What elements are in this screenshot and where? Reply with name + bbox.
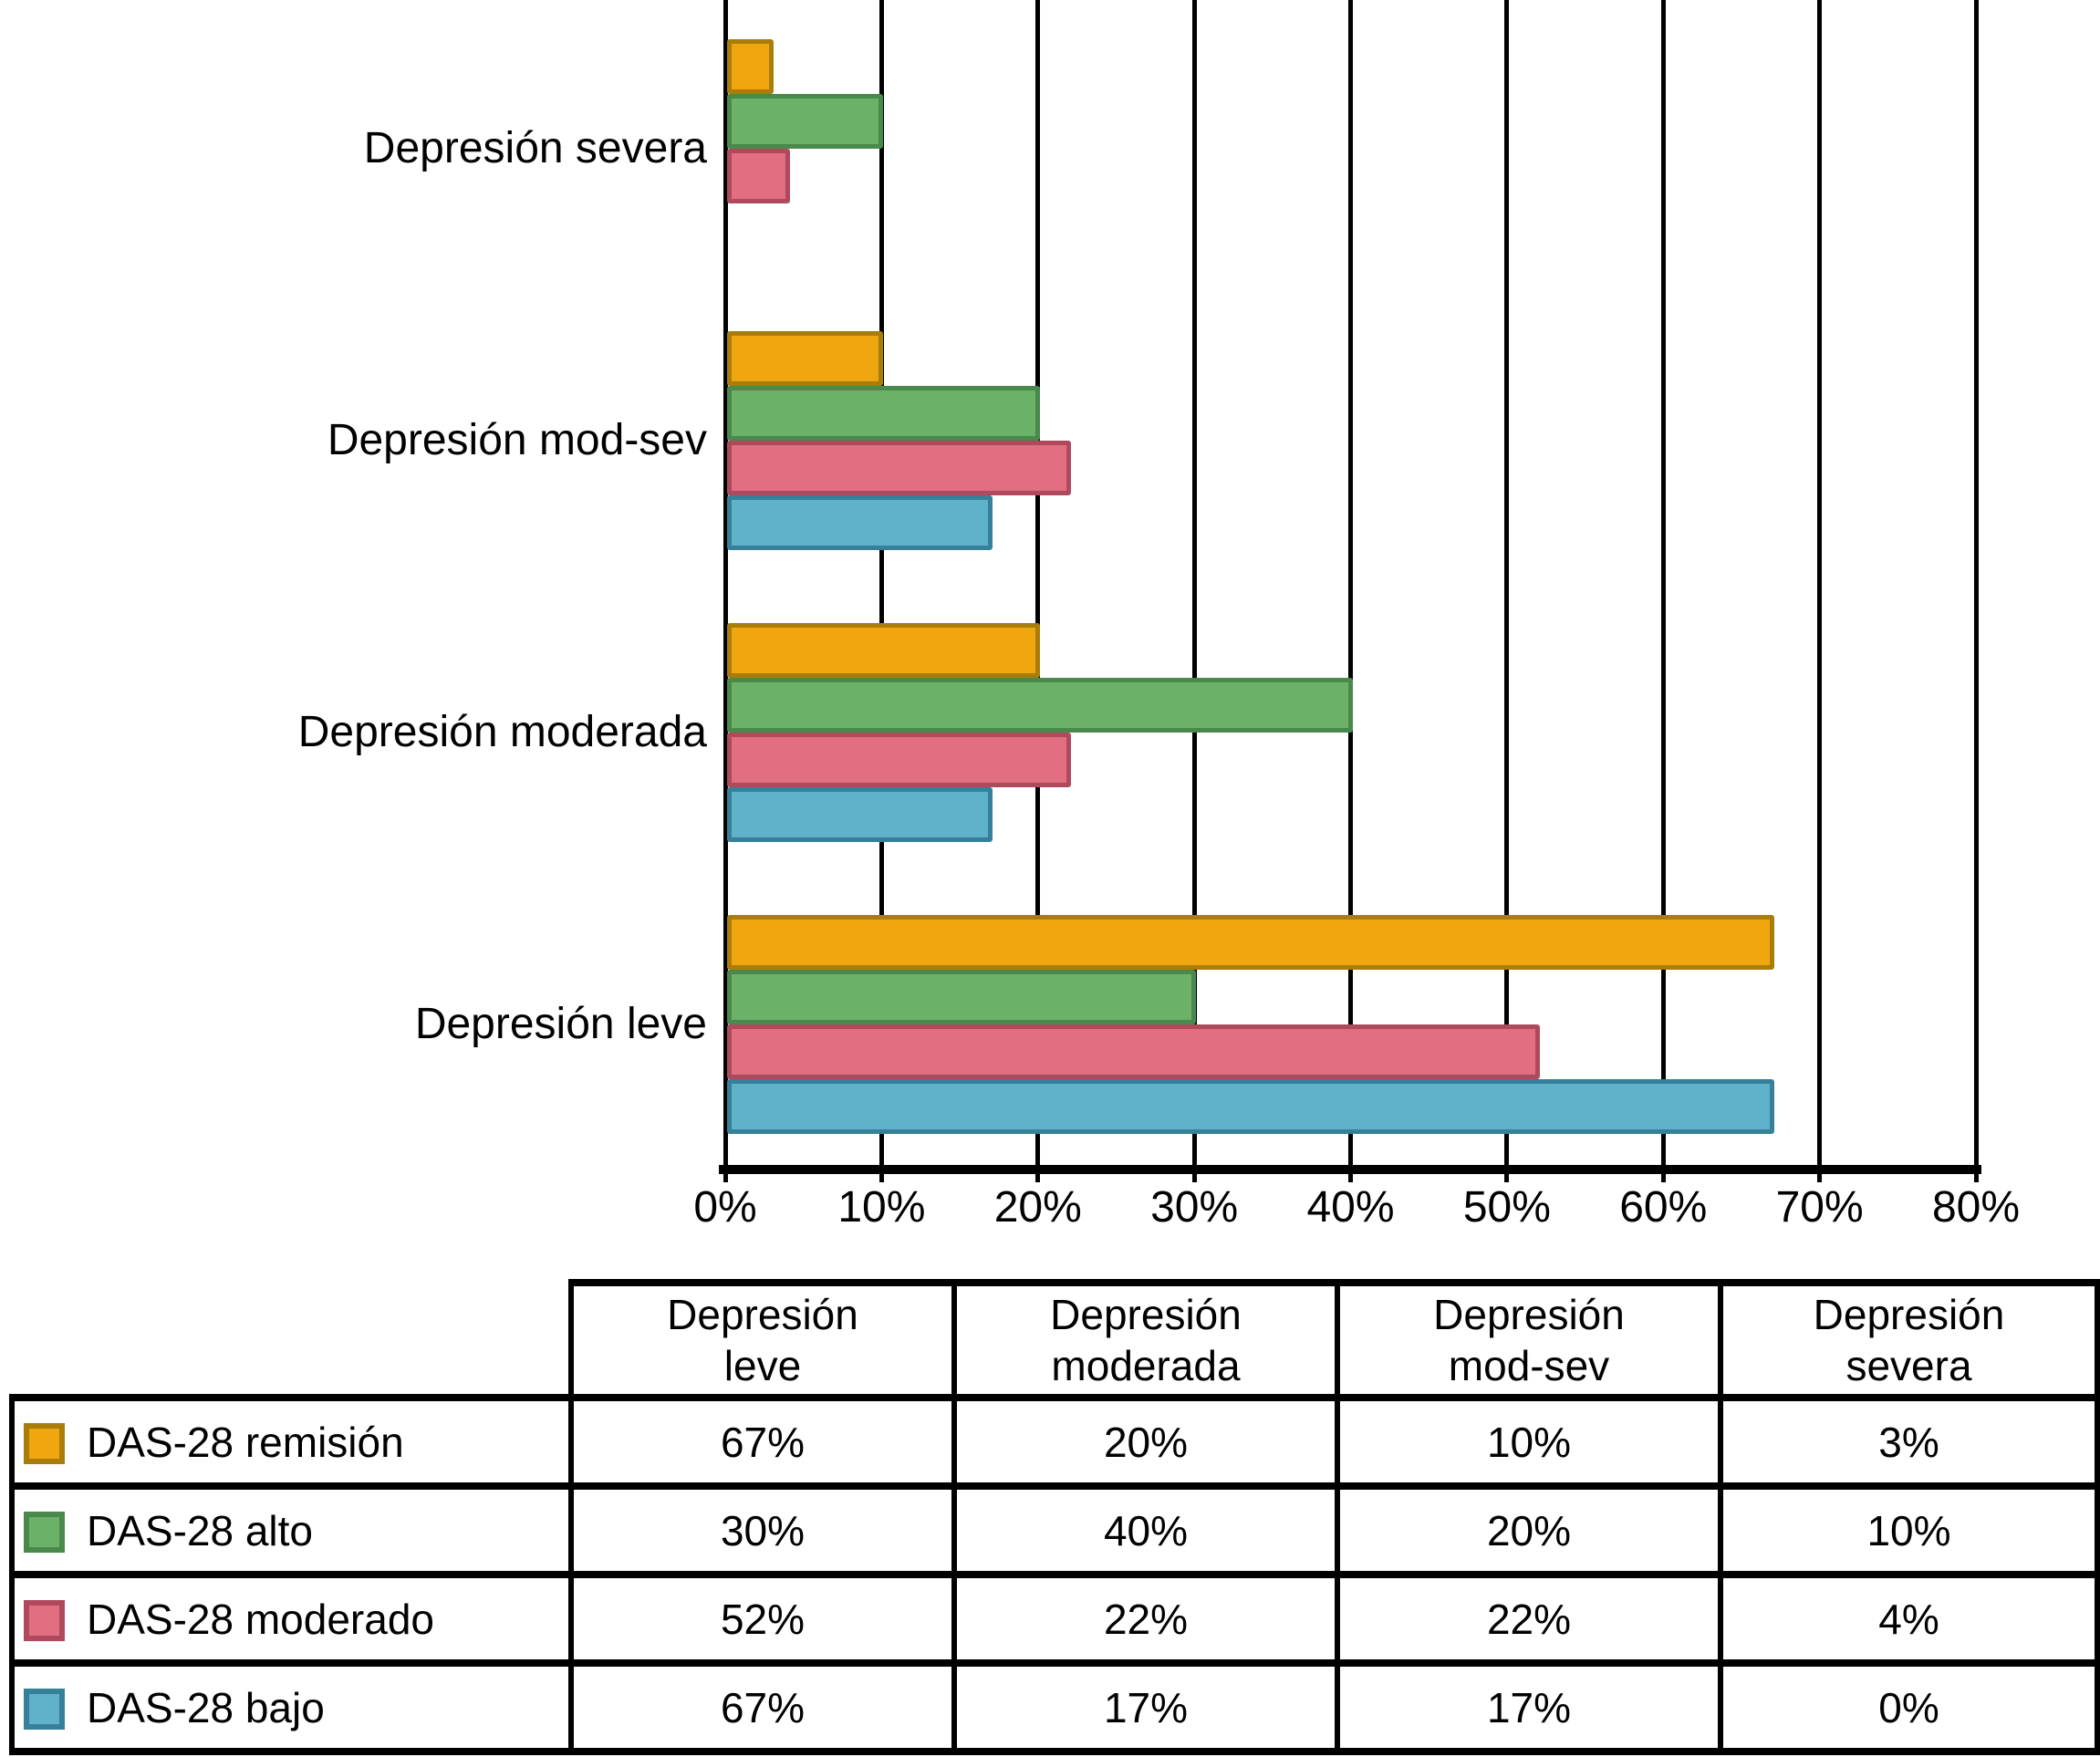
bar-DAS-28 moderado-Depresión severa: [727, 149, 790, 203]
table-row-label-cell: DAS-28 bajo: [9, 1659, 574, 1755]
bar-DAS-28 moderado-Depresión mod-sev: [727, 441, 1071, 495]
table-col-header-severa: Depresión severa: [1718, 1279, 2100, 1401]
table-cell: 22%: [1335, 1571, 1723, 1667]
bar-DAS-28 alto-Depresión moderada: [727, 678, 1353, 733]
x-tick-label: 30%: [1150, 1183, 1239, 1232]
bar-DAS-28 bajo-Depresión moderada: [727, 787, 993, 842]
table-cell: 20%: [1335, 1482, 1723, 1578]
y-axis-line: [723, 0, 728, 1182]
table-cell: 10%: [1718, 1482, 2100, 1578]
gridline: [1973, 0, 1979, 1182]
gridline: [1504, 0, 1510, 1182]
bar-DAS-28 remisión-Depresión mod-sev: [727, 331, 883, 386]
x-tick-label: 70%: [1775, 1183, 1864, 1232]
table-cell: 10%: [1335, 1394, 1723, 1490]
legend-swatch-remision-icon: [24, 1422, 65, 1464]
table-row-label-cell: DAS-28 moderado: [9, 1571, 574, 1667]
series-label: DAS-28 moderado: [87, 1595, 434, 1643]
legend-swatch-alto-icon: [24, 1511, 65, 1553]
bar-DAS-28 alto-Depresión severa: [727, 94, 883, 149]
table-cell: 67%: [568, 1394, 957, 1490]
bar-DAS-28 moderado-Depresión moderada: [727, 733, 1071, 787]
table-corner-cell: [12, 1283, 571, 1398]
table-col-header-leve: Depresión leve: [568, 1279, 957, 1401]
table-row-label-cell: DAS-28 remisión: [9, 1394, 574, 1490]
table-col-header-mod-sev: Depresión mod-sev: [1335, 1279, 1723, 1401]
legend-swatch-bajo-icon: [24, 1688, 65, 1730]
table-cell: 0%: [1718, 1659, 2100, 1755]
legend-swatch-moderado-icon: [24, 1599, 65, 1641]
table-cell: 20%: [951, 1394, 1340, 1490]
table-cell: 30%: [568, 1482, 957, 1578]
table-cell: 17%: [1335, 1659, 1723, 1755]
x-tick-label: 80%: [1931, 1183, 2021, 1232]
table-row-das28-alto: DAS-28 alto 30% 40% 20% 10%: [9, 1482, 2100, 1578]
table-row-das28-moderado: DAS-28 moderado 52% 22% 22% 4%: [9, 1571, 2100, 1667]
table-row-das28-remision: DAS-28 remisión 67% 20% 10% 3%: [9, 1394, 2100, 1490]
y-category-label: Depresión severa: [363, 124, 707, 172]
bar-DAS-28 remisión-Depresión leve: [727, 915, 1774, 970]
x-axis-line: [719, 1165, 1981, 1174]
bar-DAS-28 remisión-Depresión severa: [727, 39, 774, 94]
table-cell: 17%: [951, 1659, 1340, 1755]
table-cell: 22%: [951, 1571, 1340, 1667]
gridline: [1035, 0, 1041, 1182]
series-label: DAS-28 bajo: [87, 1683, 325, 1731]
y-category-label: Depresión mod-sev: [327, 416, 707, 464]
y-category-label: Depresión moderada: [297, 708, 707, 756]
series-label: DAS-28 remisión: [87, 1418, 404, 1466]
table-header-row: Depresión leve Depresión moderada Depres…: [12, 1279, 2100, 1401]
gridline: [1817, 0, 1823, 1182]
table-cell: 3%: [1718, 1394, 2100, 1490]
data-table: Depresión leve Depresión moderada Depres…: [9, 1279, 2100, 1755]
table-cell: 4%: [1718, 1571, 2100, 1667]
bar-DAS-28 alto-Depresión mod-sev: [727, 386, 1040, 441]
table-col-header-moderada: Depresión moderada: [951, 1279, 1340, 1401]
bar-DAS-28 moderado-Depresión leve: [727, 1024, 1540, 1079]
table-cell: 40%: [951, 1482, 1340, 1578]
series-label: DAS-28 alto: [87, 1506, 314, 1554]
gridline: [1348, 0, 1353, 1182]
table-row-label-cell: DAS-28 alto: [9, 1482, 574, 1578]
gridline: [1191, 0, 1197, 1182]
table-cell: 52%: [568, 1571, 957, 1667]
table-row-das28-bajo: DAS-28 bajo 67% 17% 17% 0%: [9, 1659, 2100, 1755]
bar-DAS-28 alto-Depresión leve: [727, 970, 1196, 1024]
gridline: [878, 0, 884, 1182]
x-tick-label: 20%: [993, 1183, 1082, 1232]
y-category-label: Depresión leve: [414, 1000, 707, 1048]
x-tick-label: 10%: [837, 1183, 926, 1232]
x-tick-label: 40%: [1306, 1183, 1395, 1232]
x-tick-label: 0%: [693, 1183, 757, 1232]
bar-DAS-28 bajo-Depresión mod-sev: [727, 495, 993, 550]
bar-DAS-28 bajo-Depresión leve: [727, 1079, 1774, 1134]
table-cell: 67%: [568, 1659, 957, 1755]
x-tick-label: 60%: [1619, 1183, 1708, 1232]
gridline: [1660, 0, 1666, 1182]
x-tick-label: 50%: [1462, 1183, 1551, 1232]
bar-DAS-28 remisión-Depresión moderada: [727, 623, 1040, 678]
